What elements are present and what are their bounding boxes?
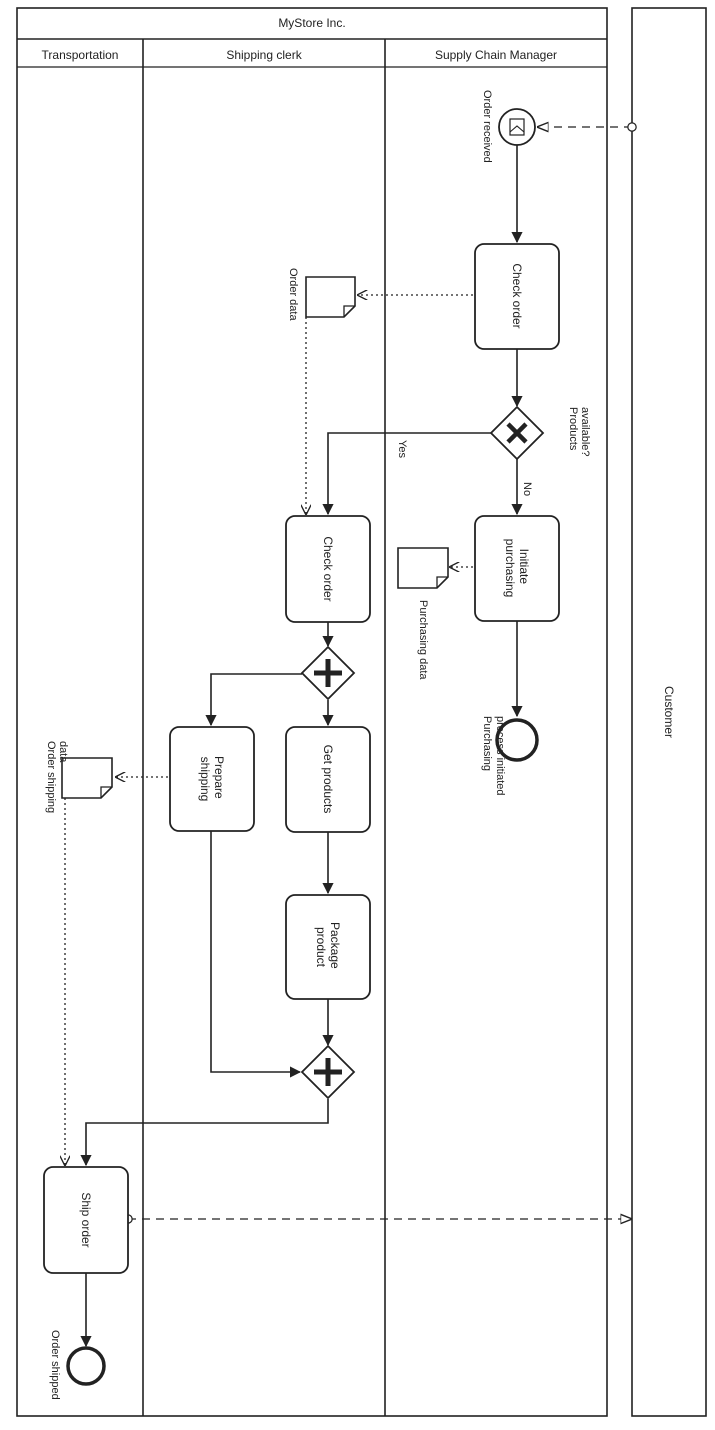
task-get-products[interactable]: Get products — [285, 726, 371, 833]
data-associations — [65, 295, 473, 1165]
gateway-label-line2: available? — [579, 407, 591, 457]
order-shipping-data-label-line1: Order shipping — [45, 741, 57, 813]
task-prepare-shipping[interactable]: Prepare shipping — [169, 726, 255, 832]
gateway-products-available[interactable]: Products available? Yes No — [396, 405, 591, 496]
svg-text:Check order: Check order — [321, 536, 335, 601]
flow-join-to-ship-order — [80, 1099, 329, 1167]
task-check-order-scm[interactable]: Check order — [474, 243, 560, 350]
task-initiate-purchasing[interactable]: Initiate purchasing — [474, 515, 560, 622]
task-prepare-shipping-label-line1: Prepare — [212, 756, 226, 799]
sequence-flows — [80, 145, 523, 1348]
svg-text:Prepare shipping: Prepare shipping — [198, 756, 226, 802]
task-check-order-scm-label: Check order — [510, 263, 524, 328]
end-event-order-shipped[interactable]: Order shipped — [49, 1330, 106, 1400]
task-check-order-clerk-label: Check order — [321, 536, 335, 601]
svg-text:Purchasing process initi: Purchasing process initiated — [481, 716, 506, 796]
svg-text:Get products: Get products — [321, 745, 335, 814]
message-flows — [128, 127, 632, 1219]
flow-prepare-to-join — [210, 831, 302, 1078]
purchasing-end-label-line1: Purchasing — [481, 716, 493, 771]
customer-pool: Customer — [631, 7, 707, 1417]
gateway-yes-label: Yes — [396, 440, 408, 458]
task-package-product-label-line2: product — [314, 927, 328, 968]
data-object-order-data[interactable]: Order data — [287, 268, 356, 321]
task-initiate-purchasing-label-line1: Initiate — [517, 549, 531, 585]
start-event-order-received[interactable]: Order received — [481, 90, 536, 163]
svg-text:Initiate purchasing: Initiate purchasing — [503, 539, 531, 598]
task-get-products-label: Get products — [321, 745, 335, 814]
task-initiate-purchasing-label-line2: purchasing — [503, 539, 517, 598]
task-package-product[interactable]: Package product — [285, 894, 371, 1000]
lane-shipping-clerk-label: Shipping clerk — [226, 48, 302, 62]
gateway-no-label: No — [521, 482, 533, 496]
task-check-order-clerk[interactable]: Check order — [285, 515, 371, 623]
svg-text:Check order: Check order — [510, 263, 524, 328]
flow-gateway-yes — [322, 432, 491, 516]
flow-parallel-to-prepare-shipping — [205, 673, 302, 727]
customer-pool-title: Customer — [662, 686, 676, 738]
order-data-label: Order data — [287, 268, 299, 321]
svg-text:Order shipping data: Order shipping data — [45, 741, 69, 816]
task-prepare-shipping-label-line2: shipping — [198, 757, 212, 802]
order-shipped-label: Order shipped — [49, 1330, 61, 1400]
task-ship-order-label: Ship order — [79, 1192, 93, 1247]
order-received-label: Order received — [481, 90, 493, 163]
svg-text:Ship order: Ship order — [79, 1192, 93, 1247]
data-object-order-shipping-data[interactable]: Order shipping data — [45, 741, 113, 816]
parallel-gateway-join[interactable] — [300, 1044, 356, 1100]
order-shipping-data-label-line2: data — [57, 741, 69, 763]
gateway-label-line1: Products — [567, 407, 579, 451]
task-package-product-label-line1: Package — [328, 922, 342, 969]
svg-text:Package product: Package product — [314, 922, 342, 972]
purchasing-end-label-line2: process initiated — [494, 716, 506, 796]
task-ship-order[interactable]: Ship order — [43, 1166, 129, 1274]
lane-transportation-label: Transportation — [42, 48, 119, 62]
svg-text:Products available?: Products available? — [567, 407, 591, 457]
pool-title: MyStore Inc. — [278, 16, 345, 30]
parallel-gateway-split[interactable] — [300, 645, 356, 701]
lane-supply-chain-manager-label: Supply Chain Manager — [435, 48, 557, 62]
data-object-purchasing-data[interactable]: Purchasing data — [397, 547, 449, 680]
end-event-purchasing-initiated[interactable]: Purchasing process initiated — [481, 716, 539, 796]
purchasing-data-label: Purchasing data — [417, 600, 429, 680]
